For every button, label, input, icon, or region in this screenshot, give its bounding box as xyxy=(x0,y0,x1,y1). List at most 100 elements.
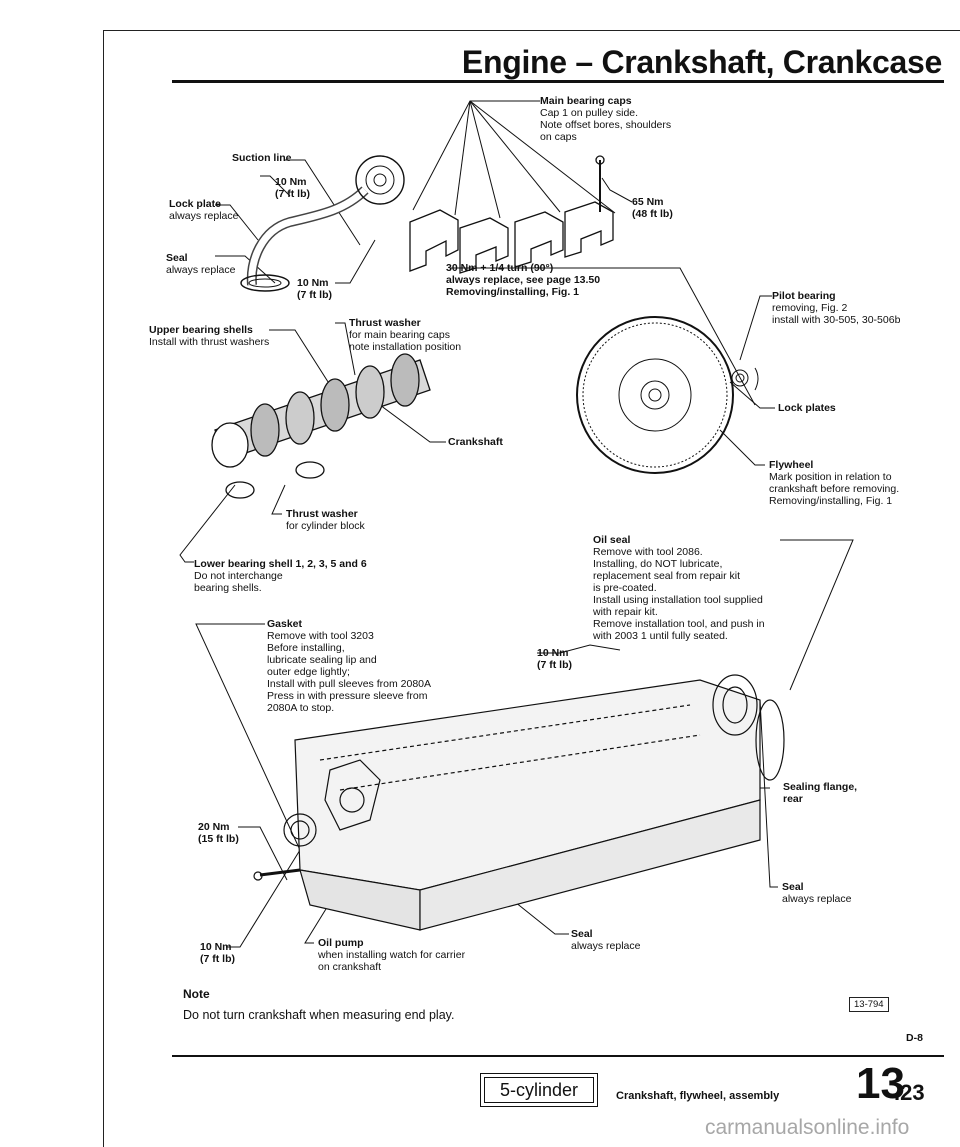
label-torque-low: 10 Nm (7 ft lb) xyxy=(200,941,235,965)
label-line: lubricate sealing lip and xyxy=(267,654,377,666)
leader-lock-plates xyxy=(729,381,775,409)
label-crankshaft: Crankshaft xyxy=(448,436,503,448)
label-line: 2080A to stop. xyxy=(267,702,335,714)
engine-variant-label: 5-cylinder xyxy=(484,1077,594,1103)
label-title: Oil pump xyxy=(318,937,364,949)
crankcase-drawing xyxy=(253,674,785,931)
page-frame-top xyxy=(103,30,960,31)
label-line: replacement seal from repair kit xyxy=(593,570,741,582)
label-title: Upper bearing shells xyxy=(149,324,253,336)
label-line: crankshaft before removing. xyxy=(769,483,900,495)
label-title: Lock plate xyxy=(169,198,221,210)
crankshaft-drawing xyxy=(211,353,431,499)
label-main-bearing-caps: Main bearing caps Cap 1 on pulley side. … xyxy=(540,95,671,143)
label-sealing-flange: Sealing flange, rear xyxy=(783,781,857,805)
leader-10nm-seal xyxy=(537,644,621,654)
label-seal-pickup: Seal always replace xyxy=(166,252,235,276)
label-line: always replace xyxy=(571,940,641,952)
label-title: Thrust washer xyxy=(286,508,358,520)
leader-seal-pickup xyxy=(215,255,276,284)
leader-seal-front xyxy=(499,889,569,935)
title-rule xyxy=(172,80,944,83)
label-title: 10 Nm xyxy=(537,647,569,659)
label-line: for cylinder block xyxy=(286,520,365,532)
label-line: with 2003 1 until fully seated. xyxy=(593,630,728,642)
flywheel-drawing xyxy=(576,316,759,474)
label-line: is pre-coated. xyxy=(593,582,657,594)
label-title: Seal xyxy=(782,881,804,893)
label-line: note installation position xyxy=(349,341,462,353)
label-pilot-bearing: Pilot bearing removing, Fig. 2 install w… xyxy=(772,290,900,326)
label-title: Gasket xyxy=(267,618,303,630)
label-line: Install with thrust washers xyxy=(149,336,270,348)
note-heading: Note xyxy=(183,987,210,1001)
label-line: (15 ft lb) xyxy=(198,833,239,845)
label-line: always replace xyxy=(166,264,236,276)
page-number: .23 xyxy=(894,1080,925,1105)
leader-gasket xyxy=(195,623,301,851)
label-lower-bearing-shells: Lower bearing shell 1, 2, 3, 5 and 6 Do … xyxy=(194,558,367,594)
label-thrust-washer-block: Thrust washer for cylinder block xyxy=(286,508,365,532)
label-flywheel: Flywheel Mark position in relation to cr… xyxy=(769,459,899,507)
label-lock-plates: Lock plates xyxy=(778,402,836,414)
label-line: always replace, see page 13.50 xyxy=(446,274,601,286)
label-title: 30 Nm + 1/4 turn (90°) xyxy=(446,262,554,274)
leader-flywheel xyxy=(719,429,765,466)
leader-thrust-caps xyxy=(335,322,356,376)
page-code: D-8 xyxy=(906,1032,923,1044)
label-line: always replace xyxy=(169,210,239,222)
label-line: (7 ft lb) xyxy=(200,953,235,965)
label-line: (7 ft lb) xyxy=(275,188,310,200)
label-line: install with 30-505, 30-506b xyxy=(772,314,901,326)
engine-variant-badge: 5-cylinder xyxy=(480,1073,598,1107)
label-line: (7 ft lb) xyxy=(537,659,572,671)
label-thrust-washer-caps: Thrust washer for main bearing caps note… xyxy=(349,317,461,353)
label-seal-front: Seal always replace xyxy=(571,928,640,952)
label-torque-caps: 65 Nm (48 ft lb) xyxy=(632,196,673,220)
label-line: Removing/installing, Fig. 1 xyxy=(446,286,580,298)
label-line: Installing, do NOT lubricate, xyxy=(593,558,723,570)
label-line: on caps xyxy=(540,131,577,143)
section-number: 13 xyxy=(856,1059,905,1108)
label-line: Remove with tool 2086. xyxy=(593,546,703,558)
leader-main-caps xyxy=(412,100,540,211)
label-line: bearing shells. xyxy=(194,582,262,594)
label-title: Lower bearing shell 1, 2, 3, 5 and 6 xyxy=(194,558,367,570)
label-line: Install with pull sleeves from 2080A xyxy=(267,678,431,690)
leader-10nm-low xyxy=(226,849,301,948)
label-line: Removing/installing, Fig. 1 xyxy=(769,495,893,507)
leader-lock-plate xyxy=(215,204,259,241)
label-title: 10 Nm xyxy=(200,941,232,953)
leader-lower-shells xyxy=(179,484,236,563)
label-line: with repair kit. xyxy=(593,606,658,618)
leader-seal-rear xyxy=(759,699,778,888)
pickup-flange xyxy=(240,274,290,292)
label-title: 20 Nm xyxy=(198,821,230,833)
label-gasket: Gasket Remove with tool 3203 Before inst… xyxy=(267,618,431,714)
label-title: Pilot bearing xyxy=(772,290,836,302)
leader-65nm xyxy=(601,177,633,203)
label-torque-20: 20 Nm (15 ft lb) xyxy=(198,821,239,845)
main-bearing-caps xyxy=(409,155,614,274)
label-torque-seal: 10 Nm (7 ft lb) xyxy=(537,647,572,671)
label-seal-rear: Seal always replace xyxy=(782,881,851,905)
label-title: 10 Nm xyxy=(297,277,329,289)
page-frame-left xyxy=(103,30,104,1147)
label-title: Suction line xyxy=(232,152,292,164)
label-title: Main bearing caps xyxy=(540,95,632,107)
label-line: Note offset bores, shoulders xyxy=(540,119,672,131)
label-cap-bolts: 30 Nm + 1/4 turn (90°) always replace, s… xyxy=(446,262,600,298)
leader-10nm-top xyxy=(260,175,291,197)
label-title: Thrust washer xyxy=(349,317,421,329)
leader-main-caps-2 xyxy=(454,100,471,216)
pump-housing xyxy=(355,155,405,205)
label-line: Press in with pressure sleeve from xyxy=(267,690,428,702)
label-line: removing, Fig. 2 xyxy=(772,302,848,314)
page-title: Engine – Crankshaft, Crankcase xyxy=(461,44,942,80)
watermark: carmanualsonline.info xyxy=(705,1116,910,1139)
label-title: 10 Nm xyxy=(275,176,307,188)
label-line: (48 ft lb) xyxy=(632,208,673,220)
leader-oil-seal xyxy=(780,539,854,691)
label-title: Sealing flange, xyxy=(783,781,858,793)
leader-thrust-block xyxy=(271,484,286,515)
